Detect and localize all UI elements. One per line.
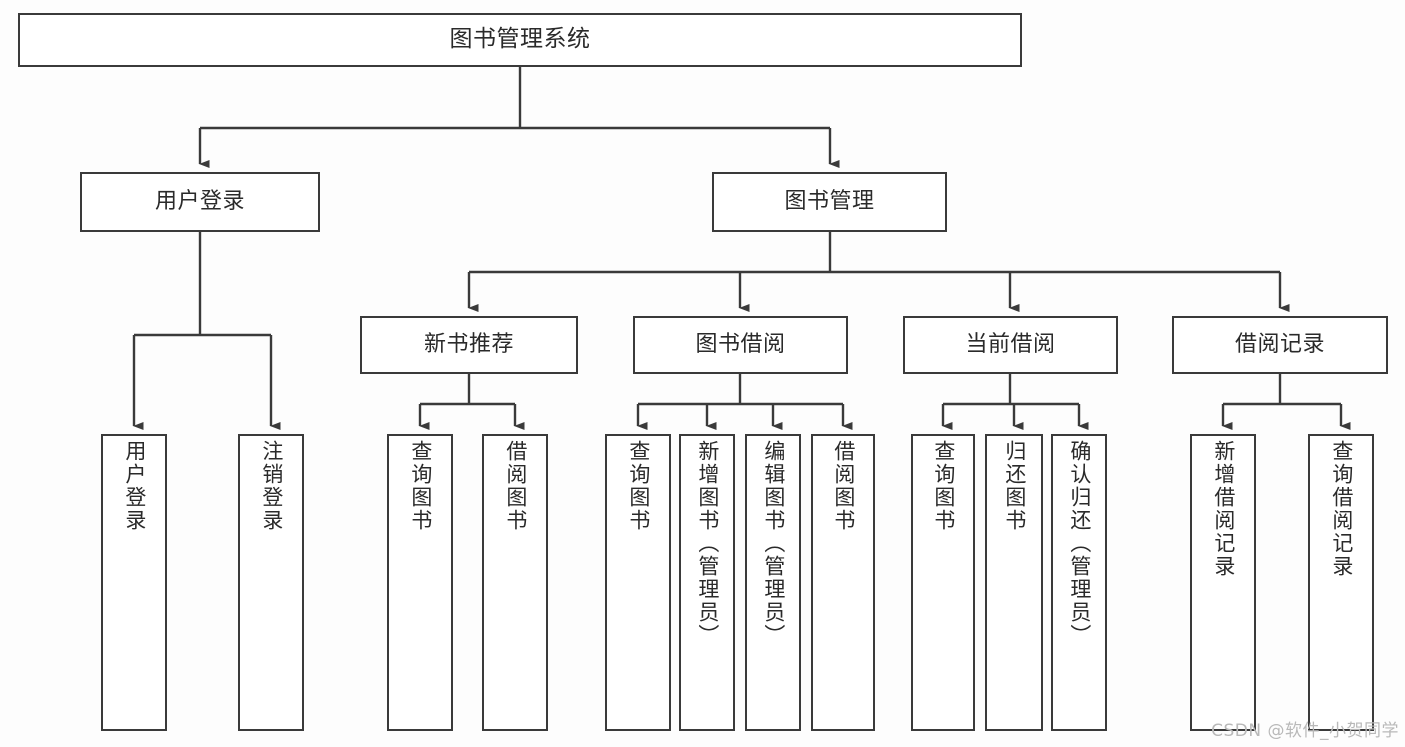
node-leaf-query-book-1[interactable]: 查询图书 — [387, 434, 453, 731]
node-user-login-label: 用户登录 — [154, 188, 245, 214]
node-new-book-rec[interactable]: 新书推荐 — [360, 316, 578, 374]
node-new-book-rec-label: 新书推荐 — [423, 331, 514, 357]
node-book-borrow-label: 图书借阅 — [695, 331, 786, 357]
node-leaf-user-login[interactable]: 用户登录 — [101, 434, 167, 731]
node-leaf-confirm-return[interactable]: 确认归还（管理员） — [1051, 434, 1107, 731]
node-current-borrow-label: 当前借阅 — [965, 331, 1056, 357]
node-leaf-borrow-book-2[interactable]: 借阅图书 — [811, 434, 875, 731]
node-leaf-edit-book-label: 编辑图书（管理员） — [761, 440, 786, 647]
node-leaf-query-record-label: 查询借阅记录 — [1329, 440, 1354, 578]
node-borrow-record[interactable]: 借阅记录 — [1172, 316, 1388, 374]
node-leaf-return-book-label: 归还图书 — [1002, 440, 1027, 532]
node-book-manage-label: 图书管理 — [784, 188, 875, 214]
node-leaf-add-book-label: 新增图书（管理员） — [695, 440, 720, 647]
watermark-text: CSDN @软件_小贺同学 — [1211, 721, 1399, 741]
node-root-system[interactable]: 图书管理系统 — [18, 13, 1022, 67]
node-leaf-user-logout-label: 注销登录 — [259, 440, 284, 532]
node-leaf-query-book-2[interactable]: 查询图书 — [605, 434, 671, 731]
node-leaf-add-record-label: 新增借阅记录 — [1211, 440, 1236, 578]
node-leaf-query-book-1-label: 查询图书 — [408, 440, 433, 532]
node-leaf-add-book[interactable]: 新增图书（管理员） — [679, 434, 735, 731]
node-book-manage[interactable]: 图书管理 — [712, 172, 947, 232]
node-leaf-return-book[interactable]: 归还图书 — [985, 434, 1043, 731]
node-leaf-borrow-book-2-label: 借阅图书 — [831, 440, 856, 532]
node-leaf-borrow-book-1-label: 借阅图书 — [503, 440, 528, 532]
node-leaf-query-book-2-label: 查询图书 — [626, 440, 651, 532]
node-borrow-record-label: 借阅记录 — [1234, 331, 1325, 357]
node-leaf-user-login-label: 用户登录 — [122, 440, 147, 532]
node-leaf-query-book-3-label: 查询图书 — [931, 440, 956, 532]
node-root-label: 图书管理系统 — [449, 26, 591, 53]
node-leaf-edit-book[interactable]: 编辑图书（管理员） — [745, 434, 801, 731]
node-leaf-add-record[interactable]: 新增借阅记录 — [1190, 434, 1256, 731]
node-user-login[interactable]: 用户登录 — [80, 172, 320, 232]
node-book-borrow[interactable]: 图书借阅 — [633, 316, 848, 374]
node-leaf-query-book-3[interactable]: 查询图书 — [911, 434, 975, 731]
node-leaf-user-logout[interactable]: 注销登录 — [238, 434, 304, 731]
node-current-borrow[interactable]: 当前借阅 — [903, 316, 1118, 374]
node-leaf-borrow-book-1[interactable]: 借阅图书 — [482, 434, 548, 731]
node-leaf-query-record[interactable]: 查询借阅记录 — [1308, 434, 1374, 731]
node-leaf-confirm-return-label: 确认归还（管理员） — [1067, 440, 1092, 647]
